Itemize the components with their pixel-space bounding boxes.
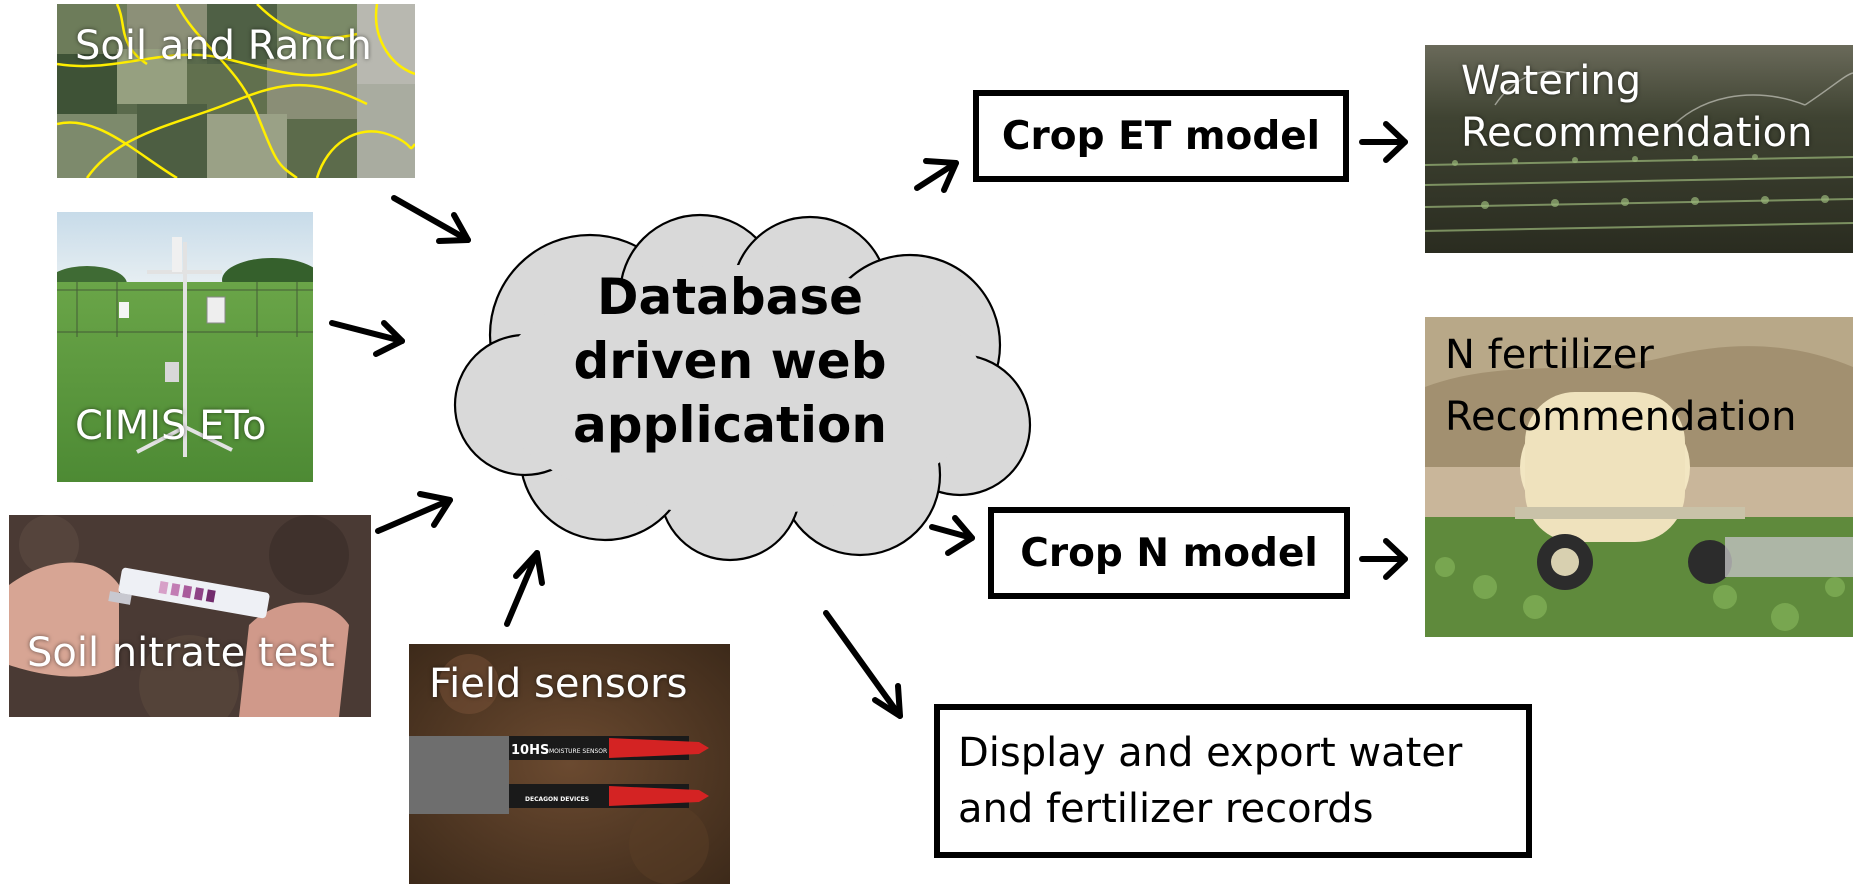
cloud-line-3: application: [573, 396, 887, 454]
database-app-label: Database driven web application: [530, 265, 930, 457]
records-box: Display and export water and fertilizer …: [934, 704, 1532, 858]
cloud-line-1: Database: [596, 268, 864, 326]
soil-ranch-label: Soil and Ranch: [75, 23, 372, 69]
n-fertilizer-image: N fertilizer Recommendation: [1425, 317, 1853, 637]
watering-label-line1: Watering: [1461, 58, 1642, 104]
soil-sensor-graphic: 10HS MOISTURE SENSOR DECAGON DEVICES: [409, 644, 730, 884]
aerial-map-graphic: [57, 4, 415, 178]
sensor-type-text: MOISTURE SENSOR: [549, 748, 607, 755]
records-line-2: and fertilizer records: [958, 786, 1374, 832]
arrow-n-model-to-fertilizer: [1359, 538, 1408, 580]
cimis-label: CIMIS ETo: [75, 403, 267, 449]
soil-ranch-image: Soil and Ranch: [57, 4, 415, 178]
watering-label-line2: Recommendation: [1461, 110, 1813, 156]
n-fertilizer-label-line2: Recommendation: [1445, 394, 1797, 440]
sensor-model-text: 10HS: [511, 743, 549, 758]
crop-n-model-box: Crop N model: [988, 507, 1350, 599]
arrow-cloud-to-records: [823, 610, 903, 719]
crop-et-model-box: Crop ET model: [973, 90, 1349, 182]
arrow-et-model-to-watering: [1359, 121, 1408, 163]
arrow-cloud-to-et-model: [914, 158, 959, 193]
weather-station-graphic: [57, 212, 313, 482]
cloud-line-2: driven web: [573, 332, 887, 390]
nitrate-strip-graphic: [9, 515, 371, 717]
soil-nitrate-label: Soil nitrate test: [27, 630, 335, 676]
n-fertilizer-label-line1: N fertilizer: [1445, 332, 1654, 378]
soil-nitrate-image: Soil nitrate test: [9, 515, 371, 717]
cimis-image: CIMIS ETo: [57, 212, 313, 482]
irrigation-field-graphic: [1425, 45, 1853, 253]
database-cloud-shape: [453, 213, 1032, 562]
field-sensors-image: 10HS MOISTURE SENSOR DECAGON DEVICES Fie…: [409, 644, 730, 884]
field-sensors-label: Field sensors: [429, 661, 688, 707]
sensor-brand-text: DECAGON DEVICES: [525, 796, 589, 803]
watering-image: Watering Recommendation: [1425, 45, 1853, 253]
arrow-cimis-to-cloud: [329, 320, 405, 357]
records-text: Display and export water and fertilizer …: [958, 725, 1462, 837]
records-line-1: Display and export water: [958, 730, 1463, 776]
fertilizer-tank-graphic: [1425, 317, 1853, 637]
